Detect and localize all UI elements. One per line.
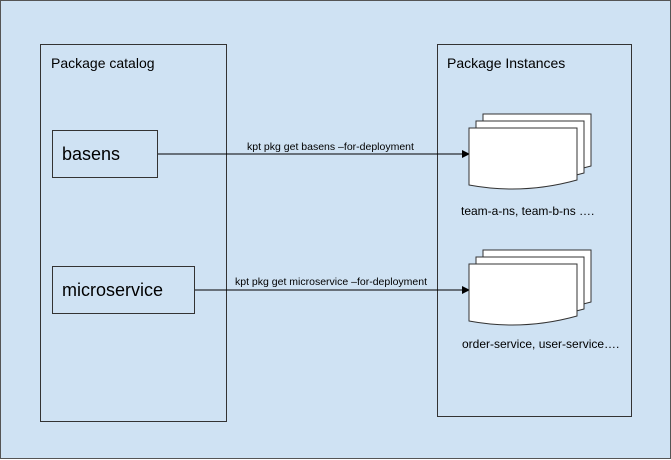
document-front [468, 127, 578, 190]
package-catalog-panel: Package catalog [40, 44, 227, 422]
command-label-microservice: kpt pkg get microservice –for-deployment [235, 276, 427, 288]
package-box-basens: basens [52, 130, 158, 178]
document-stack-2 [468, 249, 592, 326]
command-label-basens: kpt pkg get basens –for-deployment [247, 141, 414, 153]
package-instances-title: Package Instances [447, 55, 566, 71]
package-box-microservice: microservice [52, 266, 195, 314]
package-catalog-title: Package catalog [51, 55, 155, 71]
instance-caption-2: order-service, user-service…. [462, 337, 620, 351]
package-instances-panel: Package Instances [437, 44, 632, 417]
document-stack-1 [468, 113, 592, 190]
package-name-microservice: microservice [62, 279, 164, 300]
instance-caption-1: team-a-ns, team-b-ns …. [461, 204, 595, 218]
package-name-basens: basens [62, 143, 121, 164]
document-front [468, 263, 578, 326]
